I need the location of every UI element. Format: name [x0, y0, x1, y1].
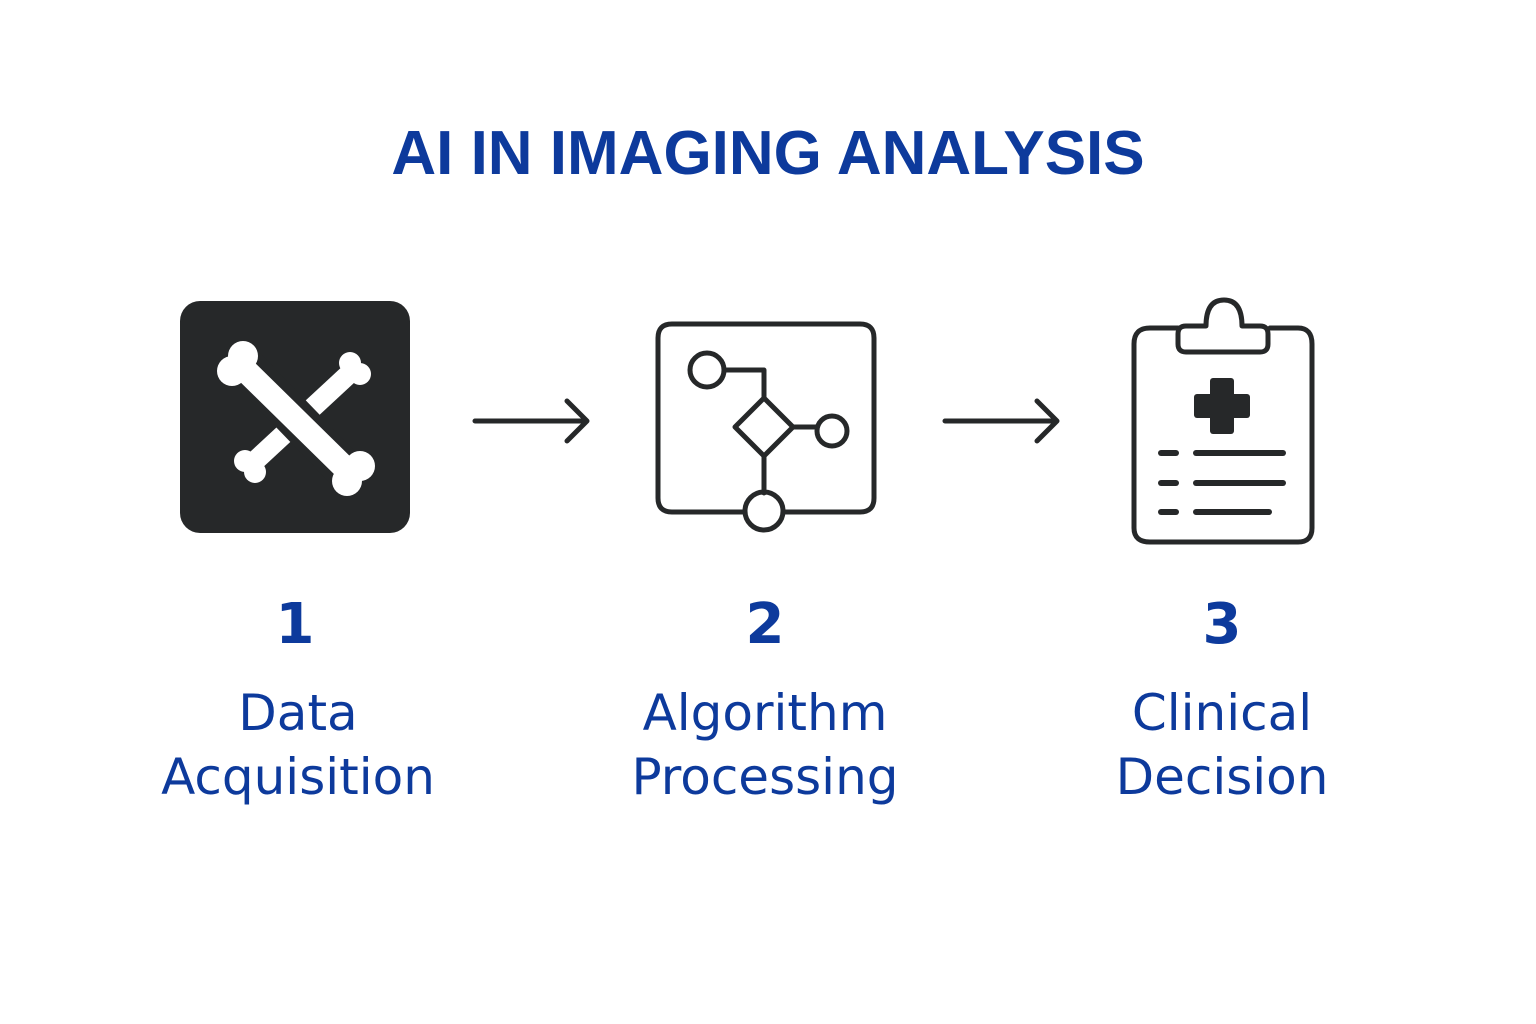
step-label-3-line2: Decision — [1115, 748, 1329, 806]
medical-clipboard-icon — [1131, 297, 1315, 545]
arrow-right-icon — [472, 398, 590, 444]
step-label-1-line2: Acquisition — [161, 748, 435, 806]
page-title: AI IN IMAGING ANALYSIS — [391, 119, 1145, 188]
step-label-1: Data Acquisition — [98, 681, 498, 809]
crossed-bones-xray-icon — [180, 301, 410, 533]
step-label-2-line2: Processing — [631, 748, 899, 806]
step-label-2-line1: Algorithm — [642, 684, 888, 742]
step-label-1-line1: Data — [238, 684, 358, 742]
arrow-right-icon — [942, 398, 1060, 444]
step-number-1: 1 — [275, 592, 315, 657]
step-number-2: 2 — [745, 592, 785, 657]
flowchart-algorithm-icon — [655, 321, 877, 533]
step-label-2: Algorithm Processing — [565, 681, 965, 809]
step-number-3: 3 — [1202, 592, 1242, 657]
step-label-3: Clinical Decision — [1022, 681, 1422, 809]
step-label-3-line1: Clinical — [1131, 684, 1313, 742]
